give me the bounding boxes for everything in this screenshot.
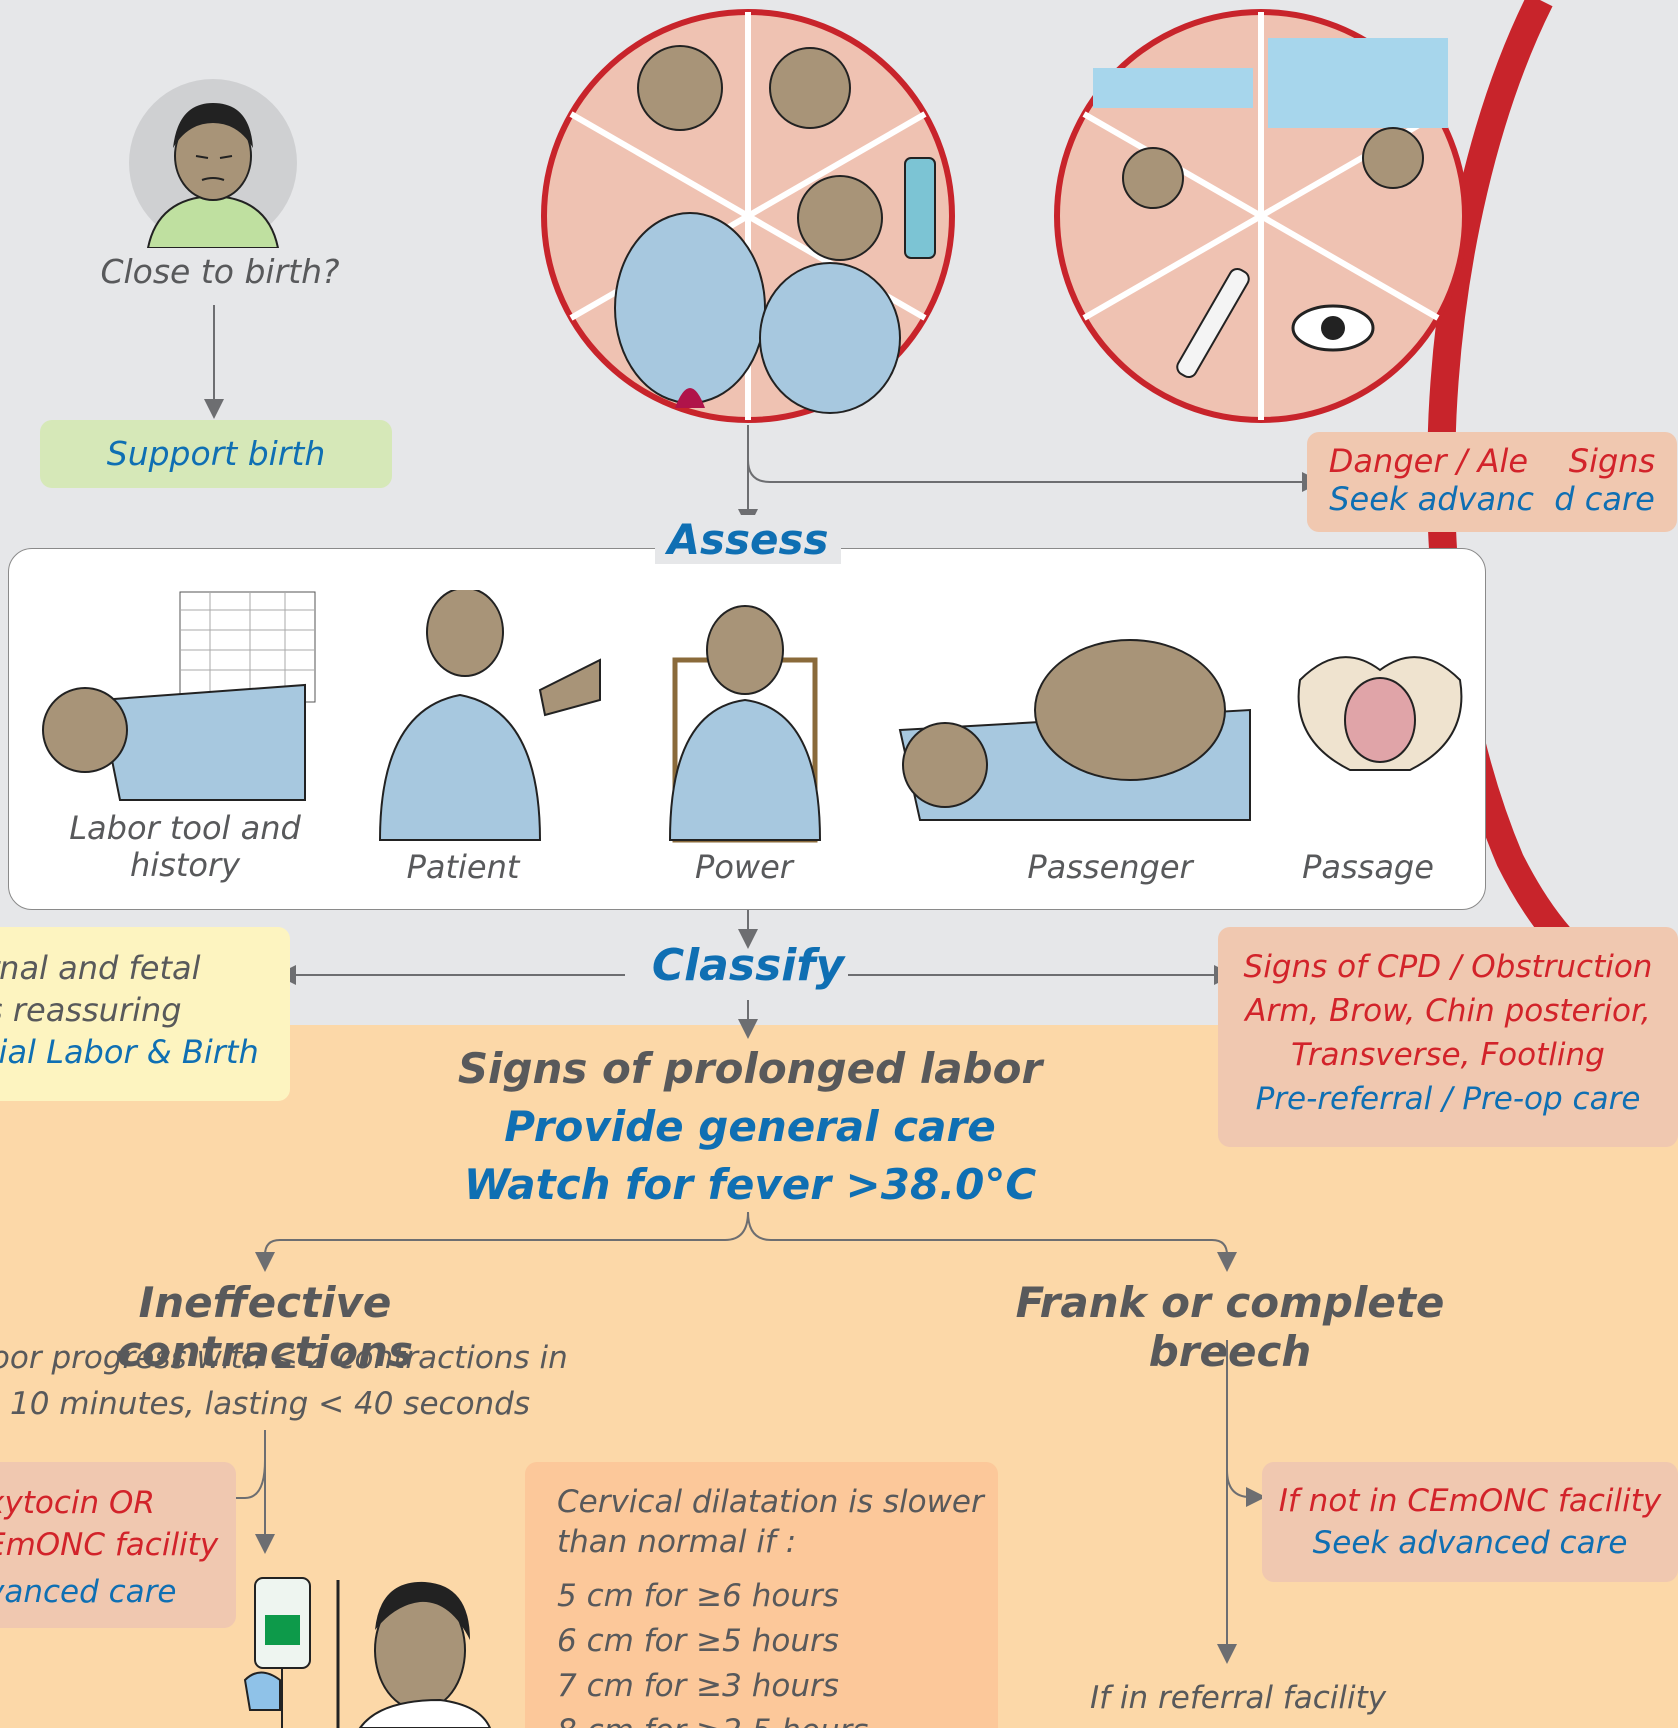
not-cemonc-line1: If not in CEmONC facility bbox=[1278, 1483, 1662, 1519]
cpd-line1: Signs of CPD / Obstruction bbox=[1243, 949, 1653, 985]
cervical-dilatation-box: Cervical dilatation is slower than norma… bbox=[525, 1462, 998, 1728]
ineffective-description: Poor progress with ≤ 2 contractions in 1… bbox=[0, 1335, 580, 1427]
labor-tool-line1: Labor tool and bbox=[69, 809, 301, 847]
cervical-intro-line1: Cervical dilatation is slower bbox=[557, 1484, 984, 1520]
cervical-row-8cm: 8 cm for ≥2.5 hours bbox=[557, 1709, 998, 1728]
classify-title: Classify bbox=[651, 940, 845, 991]
prolonged-line3: Watch for fever >38.0°C bbox=[463, 1160, 1037, 1209]
cervical-row-5cm: 5 cm for ≥6 hours bbox=[557, 1578, 839, 1614]
close-to-birth-label: Close to birth? bbox=[100, 252, 340, 291]
seek-care-part1: Seek advanc bbox=[1329, 480, 1534, 518]
assess-item-passenger: Passenger bbox=[1027, 848, 1193, 886]
oxytocin-line2: EmONC facility bbox=[0, 1527, 219, 1563]
assess-item-labor-tool: Labor tool and history bbox=[55, 810, 315, 884]
reassuring-line3: tial Labor & Birth bbox=[0, 1033, 259, 1071]
assess-item-passage: Passage bbox=[1302, 848, 1434, 886]
prolonged-line1: Signs of prolonged labor bbox=[457, 1044, 1043, 1093]
prolonged-line2: Provide general care bbox=[504, 1102, 996, 1151]
cpd-line4: Pre-referral / Pre-op care bbox=[1255, 1081, 1641, 1117]
danger-text-part1: Danger / Ale bbox=[1328, 442, 1529, 480]
support-birth-box: Support birth bbox=[40, 420, 392, 488]
assess-title: Assess bbox=[655, 515, 841, 564]
not-cemonc-box: If not in CEmONC facility Seek advanced … bbox=[1262, 1462, 1678, 1582]
cervical-row-7cm: 7 cm for ≥3 hours bbox=[557, 1668, 839, 1704]
support-birth-label: Support birth bbox=[106, 434, 326, 473]
danger-alert-box: Danger / Ale Signs Seek advanc d care bbox=[1307, 432, 1677, 532]
oxytocin-line3: vanced care bbox=[0, 1574, 177, 1610]
ineffective-title: Ineffective contractions bbox=[117, 1278, 413, 1376]
breech-title: Frank or complete breech bbox=[1015, 1278, 1445, 1376]
cpd-line3: Transverse, Footling bbox=[1291, 1037, 1605, 1073]
assess-item-patient: Patient bbox=[406, 848, 520, 886]
ineffective-desc-line1: Poor progress with ≤ 2 contractions in bbox=[0, 1340, 568, 1376]
referral-facility-label: If in referral facility bbox=[1090, 1680, 1387, 1716]
prolonged-labor-heading: Signs of prolonged labor Provide general… bbox=[420, 1040, 1080, 1214]
cpd-line2: Arm, Brow, Chin posterior, bbox=[1245, 993, 1651, 1029]
reassuring-box: rnal and fetal s reassuring tial Labor &… bbox=[0, 927, 290, 1101]
danger-text-part2: Signs bbox=[1568, 442, 1656, 480]
cpd-obstruction-box: Signs of CPD / Obstruction Arm, Brow, Ch… bbox=[1218, 927, 1678, 1147]
reassuring-line1: rnal and fetal bbox=[0, 949, 201, 987]
labor-tool-line2: history bbox=[129, 846, 241, 884]
seek-care-part2: d care bbox=[1554, 480, 1655, 518]
assess-item-power: Power bbox=[695, 848, 793, 886]
assess-illustrations bbox=[42, 590, 1463, 843]
danger-signs-circle-right bbox=[1054, 9, 1468, 423]
danger-signs-circle-left bbox=[541, 9, 955, 423]
cervical-intro-line2: than normal if : bbox=[557, 1524, 797, 1560]
reassuring-line2: s reassuring bbox=[0, 991, 182, 1029]
oxytocin-line1: xytocin OR bbox=[0, 1485, 155, 1521]
cervical-row-6cm: 6 cm for ≥5 hours bbox=[557, 1623, 839, 1659]
ineffective-desc-line2: 10 minutes, lasting < 40 seconds bbox=[9, 1386, 531, 1422]
not-cemonc-line2: Seek advanced care bbox=[1312, 1525, 1628, 1561]
oxytocin-box: xytocin OR EmONC facility vanced care bbox=[0, 1462, 236, 1628]
iv-drip-illustration bbox=[243, 1577, 492, 1728]
woman-face-illustration bbox=[129, 79, 297, 248]
